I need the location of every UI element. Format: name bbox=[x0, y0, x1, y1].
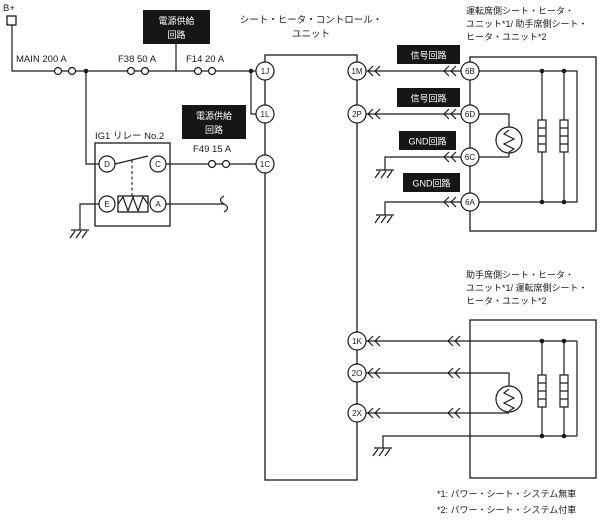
label-box-gnd-2: GND回路 bbox=[403, 173, 460, 192]
fuse-f49-symbol bbox=[207, 159, 231, 169]
power-supply-1-line1: 電源供給 bbox=[158, 15, 194, 26]
pin-6c-circle bbox=[460, 147, 480, 167]
heater-bottom-internal-wiring bbox=[382, 341, 578, 448]
pin-2o-label: 2O bbox=[352, 369, 363, 378]
label-box-power-supply-2: 電源供給 回路 bbox=[182, 105, 246, 139]
control-unit-box bbox=[264, 54, 358, 481]
battery-label: B+ bbox=[3, 3, 15, 14]
pin-1m-label: 1M bbox=[351, 67, 362, 76]
pin-6a-circle bbox=[460, 192, 480, 212]
relay-terminal-d-label: D bbox=[104, 160, 110, 169]
pin-1l-label: 1L bbox=[261, 110, 270, 119]
pin-1l-circle bbox=[255, 104, 275, 124]
control-unit-title-line1: シート・ヒータ・コントロール・ bbox=[240, 15, 383, 26]
pin-1c-circle bbox=[255, 154, 275, 174]
heater-element-top-2 bbox=[559, 119, 569, 153]
heater-unit-top-box bbox=[469, 56, 597, 232]
power-supply-2-line1: 電源供給 bbox=[196, 110, 232, 121]
gnd-2-label: GND回路 bbox=[413, 178, 451, 189]
thermistor-bottom-zigzag bbox=[502, 388, 516, 412]
pin-1c-label: 1C bbox=[260, 160, 270, 169]
battery-terminal-block bbox=[6, 15, 17, 26]
heater-bottom-title-line1: 助手席側シート・ヒータ・ bbox=[466, 269, 574, 280]
signal-2-label: 信号回路 bbox=[410, 93, 446, 104]
pin-2o-circle bbox=[347, 363, 367, 383]
footnote-1: *1: パワー・シート・システム無車 bbox=[437, 488, 576, 499]
fuse-f49-label: F49 15 A bbox=[193, 144, 232, 155]
heater-element-top-1 bbox=[537, 119, 547, 153]
pin-1j-circle bbox=[255, 61, 275, 81]
wire-2o-to-thermistor bbox=[366, 372, 510, 386]
fuse-main-symbol bbox=[53, 66, 77, 76]
heater-bottom-title-line2: ユニット*1/ 運転席側シート・ bbox=[466, 282, 588, 293]
label-box-signal-1: 信号回路 bbox=[397, 45, 460, 64]
heater-unit-bottom-box bbox=[469, 319, 597, 479]
relay-terminal-d-circle bbox=[98, 155, 116, 173]
junction-dots bbox=[83, 68, 567, 439]
pin-2x-circle bbox=[347, 403, 367, 423]
thermistor-top-circle bbox=[495, 126, 523, 154]
ground-icon bbox=[374, 214, 395, 224]
fuse-f38-symbol bbox=[126, 66, 150, 76]
pin-1k-circle bbox=[347, 331, 367, 351]
gnd-1-label: GND回路 bbox=[409, 136, 447, 147]
pin-6d-label: 6D bbox=[465, 110, 475, 119]
footnote-2: *2: パワー・シート・システム付車 bbox=[437, 504, 576, 515]
pin-2p-circle bbox=[347, 104, 367, 124]
pin-6b-label: 6B bbox=[465, 67, 475, 76]
relay-terminal-a-label: A bbox=[155, 200, 161, 209]
relay-terminal-e-label: E bbox=[104, 200, 109, 209]
heater-top-title-line3: ヒータ・ユニット*2 bbox=[466, 32, 547, 42]
pin-2p-label: 2P bbox=[352, 110, 362, 119]
control-unit-title-line2: ユニット bbox=[292, 29, 330, 40]
power-supply-1-line2: 回路 bbox=[167, 29, 185, 40]
pin-1m-circle bbox=[347, 61, 367, 81]
label-box-signal-2: 信号回路 bbox=[397, 88, 460, 107]
ground-icon bbox=[69, 229, 90, 239]
wire-continuation-squiggle bbox=[219, 195, 229, 213]
fuse-f38-label: F38 50 A bbox=[118, 54, 157, 65]
pin-6b-circle bbox=[460, 61, 480, 81]
pin-6a-label: 6A bbox=[465, 198, 475, 207]
relay-terminal-e-circle bbox=[98, 195, 116, 213]
heater-top-internal-wiring bbox=[479, 70, 578, 203]
relay-coil-zigzag bbox=[117, 195, 149, 213]
relay-terminal-c-label: C bbox=[155, 160, 161, 169]
label-box-power-supply-1: 電源供給 回路 bbox=[143, 10, 210, 44]
pin-1k-label: 1K bbox=[352, 337, 362, 346]
pin-6d-circle bbox=[460, 104, 480, 124]
relay-terminal-c-circle bbox=[149, 155, 167, 173]
relay-title: IG1 リレー No.2 bbox=[95, 131, 164, 142]
heater-bottom-title-line3: ヒータ・ユニット*2 bbox=[466, 296, 547, 306]
fuse-main-label: MAIN 200 A bbox=[16, 54, 67, 65]
thermistor-bottom-circle bbox=[495, 385, 523, 413]
wire-6c-to-ground bbox=[384, 156, 461, 170]
relay-box bbox=[94, 142, 171, 227]
pin-6c-label: 6C bbox=[465, 153, 475, 162]
ground-icon bbox=[374, 169, 395, 179]
thermistor-top-zigzag bbox=[502, 129, 516, 153]
wire-branch-to-1l bbox=[250, 71, 256, 115]
signal-1-label: 信号回路 bbox=[410, 50, 446, 61]
wire-6a-to-ground bbox=[384, 201, 461, 215]
power-supply-2-line2: 回路 bbox=[205, 124, 223, 135]
heater-element-bottom-2 bbox=[559, 374, 569, 408]
label-box-gnd-1: GND回路 bbox=[399, 131, 456, 150]
relay-terminal-a-circle bbox=[149, 195, 167, 213]
wire-relay-e-ground bbox=[79, 203, 99, 230]
pin-1j-label: 1J bbox=[261, 67, 269, 76]
wire-branch-to-relay bbox=[85, 71, 99, 165]
heater-element-bottom-1 bbox=[537, 374, 547, 408]
wire-battery-main-feed bbox=[11, 25, 256, 72]
fuse-f14-symbol bbox=[193, 66, 217, 76]
pin-2x-label: 2X bbox=[352, 409, 362, 418]
heater-top-title-line2: ユニット*1/ 助手席側シート・ bbox=[466, 18, 588, 29]
ground-icon bbox=[372, 447, 393, 457]
heater-top-title-line1: 運転席側シート・ヒータ・ bbox=[466, 5, 574, 16]
fuse-f14-label: F14 20 A bbox=[186, 54, 225, 65]
